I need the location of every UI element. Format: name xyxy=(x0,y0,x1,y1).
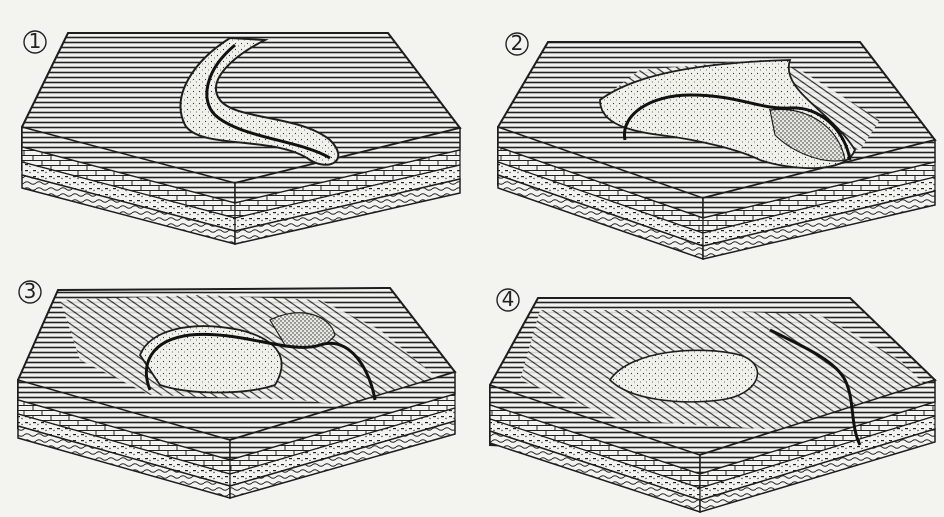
panel-1-number-label: 1 xyxy=(24,29,46,53)
svg-text:1: 1 xyxy=(29,29,42,53)
panel-3-block-diagram: 3 xyxy=(18,279,455,498)
svg-text:4: 4 xyxy=(502,287,515,311)
panel-2-number-label: 2 xyxy=(506,31,528,55)
panel-1-block-diagram: 1 xyxy=(22,29,460,244)
panel-3-abandoned-meander xyxy=(140,326,282,392)
svg-text:3: 3 xyxy=(24,279,37,303)
panel-2-block-diagram: 2 xyxy=(498,31,935,259)
panel-3-number-label: 3 xyxy=(19,279,41,303)
panel-4-number-label: 4 xyxy=(497,287,519,311)
svg-text:2: 2 xyxy=(511,31,524,55)
panel-4-block-diagram: 4 xyxy=(490,287,935,512)
